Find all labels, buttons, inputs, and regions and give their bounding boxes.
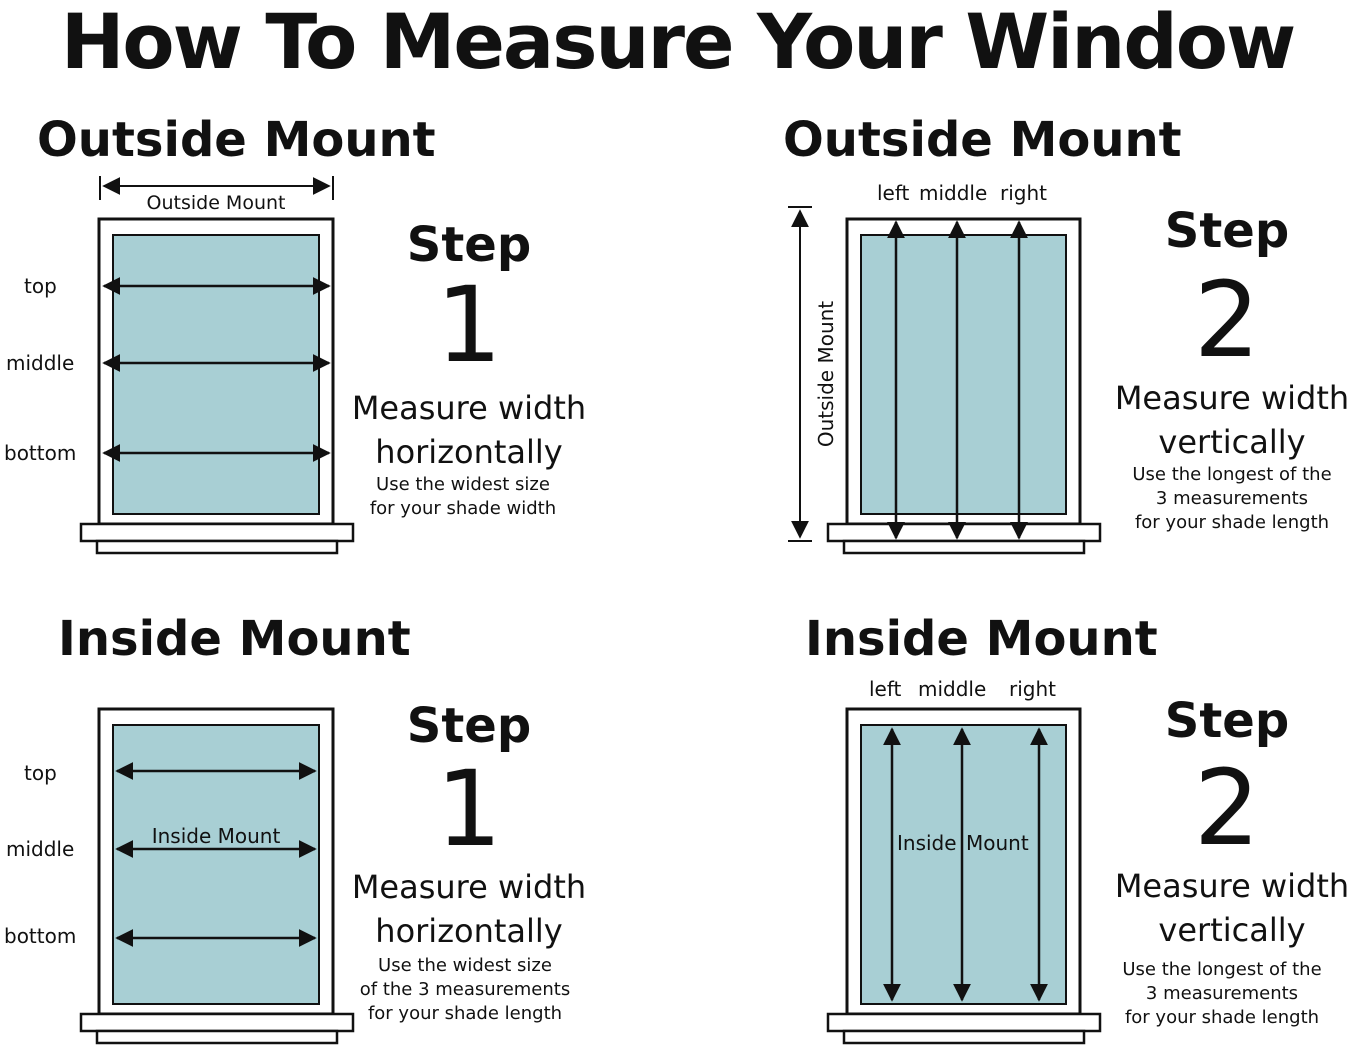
step-number: 1	[435, 264, 503, 386]
note-line: for your shade length	[1134, 512, 1330, 533]
window-outside-mount-step2	[826, 217, 1102, 555]
window-inside-mount-step2	[826, 707, 1102, 1045]
dimension-label-inside-width: Inside Mount	[151, 824, 281, 848]
dimension-arrow-outside-height	[788, 206, 812, 542]
note-line: for your shade length	[367, 1003, 563, 1024]
row-label-top: top	[24, 761, 57, 785]
length-arrows-step2-inside	[883, 727, 1048, 1002]
note-line: of the 3 measurements	[359, 979, 571, 1000]
section-heading-inside-mount-1: Inside Mount	[58, 611, 411, 667]
instruction-line1: Measure width	[1114, 867, 1350, 905]
row-label-bottom: bottom	[4, 441, 77, 465]
step-number: 2	[1193, 747, 1261, 869]
instruction-line1: Measure width	[1114, 379, 1350, 417]
column-label-middle: middle	[919, 181, 988, 205]
width-arrows-step1-outside	[102, 277, 331, 462]
step-number: 1	[435, 748, 503, 870]
instruction-line2: horizontally	[375, 433, 563, 471]
note-line: Use the longest of the	[1132, 464, 1332, 485]
dimension-label-vertical: Outside Mount	[814, 301, 838, 447]
step-label: Step	[406, 698, 532, 754]
width-arrows-step1-inside	[115, 762, 317, 947]
note-line: 3 measurements	[1155, 488, 1309, 509]
column-label-right: right	[1009, 677, 1056, 701]
column-label-middle: middle	[918, 677, 987, 701]
row-label-middle: middle	[6, 837, 75, 861]
row-label-bottom: bottom	[4, 924, 77, 948]
instruction-line2: horizontally	[375, 912, 563, 950]
note-line: Use the longest of the	[1122, 959, 1322, 980]
column-label-right: right	[1000, 181, 1047, 205]
window-inside-mount-step1	[79, 707, 355, 1045]
page-title: How To Measure Your Window	[60, 0, 1296, 86]
section-heading-outside-mount-2: Outside Mount	[783, 112, 1182, 168]
row-label-top: top	[24, 274, 57, 298]
instruction-line2: vertically	[1158, 423, 1306, 461]
note-line: 3 measurements	[1145, 983, 1299, 1004]
step-label: Step	[1164, 203, 1290, 259]
instruction-line2: vertically	[1158, 911, 1306, 949]
dimension-arrow-outside-width	[99, 176, 334, 200]
step-number: 2	[1193, 259, 1261, 381]
column-label-left: left	[869, 677, 902, 701]
step-label: Step	[406, 217, 532, 273]
dimension-label-inside-height-part1: Inside	[897, 831, 957, 855]
instruction-line1: Measure width	[351, 868, 587, 906]
section-heading-outside-mount-1: Outside Mount	[37, 112, 436, 168]
step-label: Step	[1164, 693, 1290, 749]
length-arrows-step2-outside	[887, 220, 1028, 540]
column-label-left: left	[877, 181, 910, 205]
dimension-label-inside-height-part2: Mount	[966, 831, 1029, 855]
note-line: for your shade width	[369, 498, 557, 519]
row-label-middle: middle	[6, 351, 75, 375]
instruction-line1: Measure width	[351, 389, 587, 427]
note-line: Use the widest size	[378, 955, 552, 976]
section-heading-inside-mount-2: Inside Mount	[805, 611, 1158, 667]
note-line: Use the widest size	[376, 474, 550, 495]
note-line: for your shade length	[1124, 1007, 1320, 1028]
dimension-label-width: Outside Mount	[146, 192, 286, 214]
